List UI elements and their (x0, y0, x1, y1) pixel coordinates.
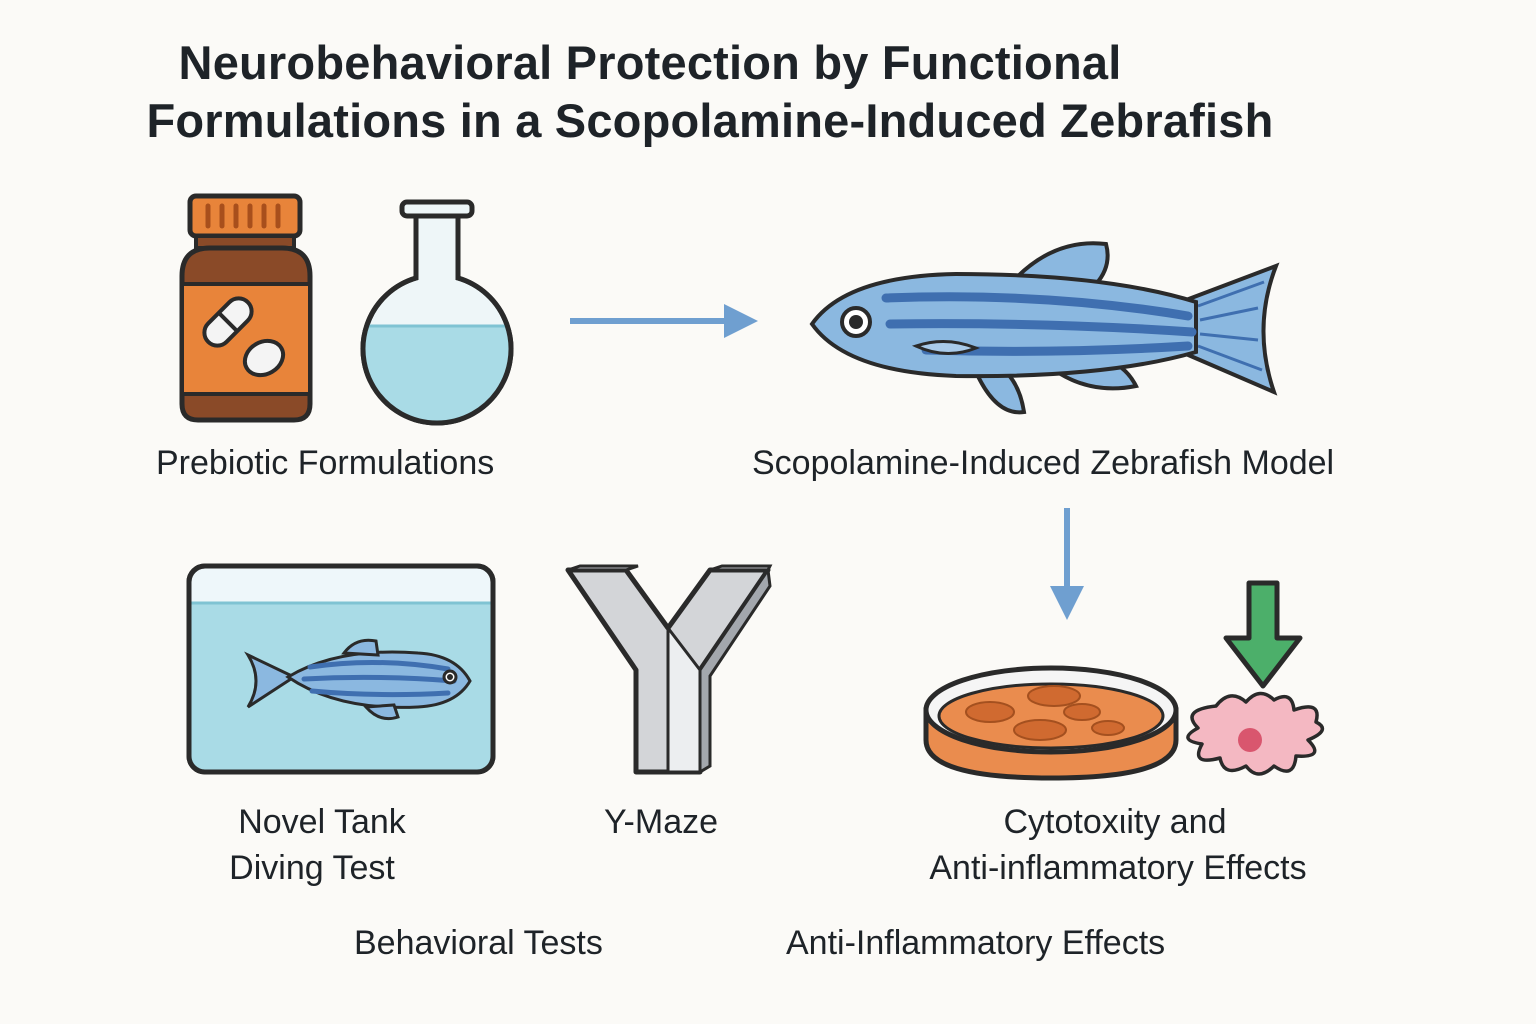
title-line-1: Neurobehavioral Protection by Functional (178, 36, 1122, 89)
cell-icon (1186, 691, 1325, 776)
label-cytotoxicity-line-2: Anti-inflammatory Effects (929, 849, 1307, 887)
pill-bottle-icon (179, 193, 313, 423)
flask-icon (360, 199, 514, 426)
label-cytotoxicity-line-1: Cytotoxιity and (1003, 803, 1227, 841)
arrow-down-icon (1050, 508, 1084, 620)
label-cytotoxicity: Cytotoxιity and Anti-inflammatory Effect… (868, 799, 1368, 891)
title-line-2: Formulations in a Scopolamine-Induced Ze… (146, 94, 1274, 147)
label-novel-tank-line-2: Diving Test (229, 849, 395, 887)
label-prebiotic-formulations: Prebiotic Formulations (156, 444, 495, 482)
tank-icon (186, 563, 496, 775)
label-zebrafish-model: Scopolamine-Induced Zebrafish Model (752, 444, 1335, 482)
petri-dish-icon (923, 665, 1179, 781)
green-down-arrow-icon (1223, 580, 1303, 689)
label-behavioral-tests: Behavioral Tests (354, 924, 603, 962)
zebrafish-icon (809, 241, 1280, 415)
label-anti-inflammatory-effects: Anti-Inflammatory Effects (786, 924, 1166, 962)
y-maze-icon (565, 564, 773, 775)
diagram-title: Neurobehavioral Protection by Functional… (0, 34, 1420, 150)
label-novel-tank-line-1: Novel Tank (238, 803, 406, 841)
label-y-maze: Y-Maze (604, 803, 719, 841)
arrow-right-icon (570, 304, 758, 338)
label-novel-tank: Novel Tank Diving Test (162, 799, 482, 891)
